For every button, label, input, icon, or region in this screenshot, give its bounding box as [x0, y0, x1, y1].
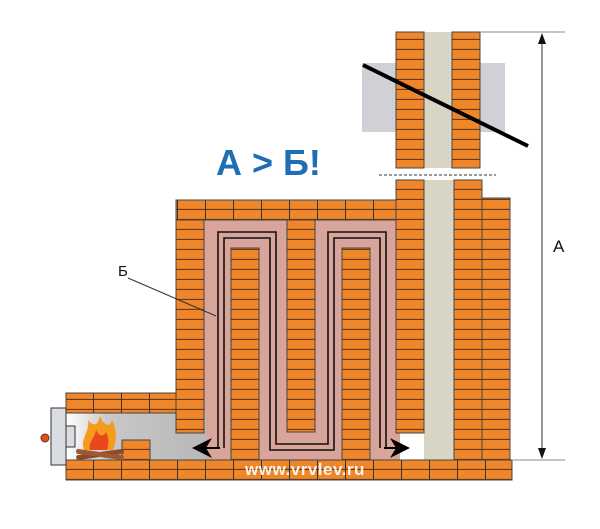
- chimney-upper-right: [451, 31, 481, 169]
- diagram-title: А > Б!: [216, 142, 321, 183]
- stove-left-wall: [175, 219, 205, 434]
- dim-arrowhead-top: [538, 33, 546, 44]
- door-handle: [40, 433, 50, 443]
- firebox-step-brick: [121, 439, 151, 461]
- chimney-flue: [424, 180, 454, 460]
- chimney-inner-wall: [395, 179, 425, 434]
- chimney-upper-left: [395, 31, 425, 169]
- channel-wall-2: [286, 219, 316, 433]
- firebox-door: [50, 407, 67, 466]
- fire-icon: [76, 416, 124, 461]
- roof-line: [362, 63, 529, 148]
- door-latch: [65, 425, 76, 448]
- channel-wall-1: [230, 247, 260, 461]
- label-a: А: [553, 237, 565, 256]
- gas-flow-path: [217, 231, 387, 451]
- chimney-extra-wall: [481, 197, 511, 461]
- label-b-leader: [127, 277, 217, 317]
- channel-wall-3: [341, 247, 371, 461]
- chimney-outer-wall: [453, 179, 483, 461]
- stove-top-bricks: [175, 199, 401, 221]
- watermark: www.vrvlev.ru: [244, 460, 365, 479]
- base-bricks: [65, 459, 513, 481]
- label-b: Б: [118, 263, 128, 280]
- firebox-top-bricks: [65, 392, 179, 414]
- dim-arrowhead-bottom: [538, 448, 546, 459]
